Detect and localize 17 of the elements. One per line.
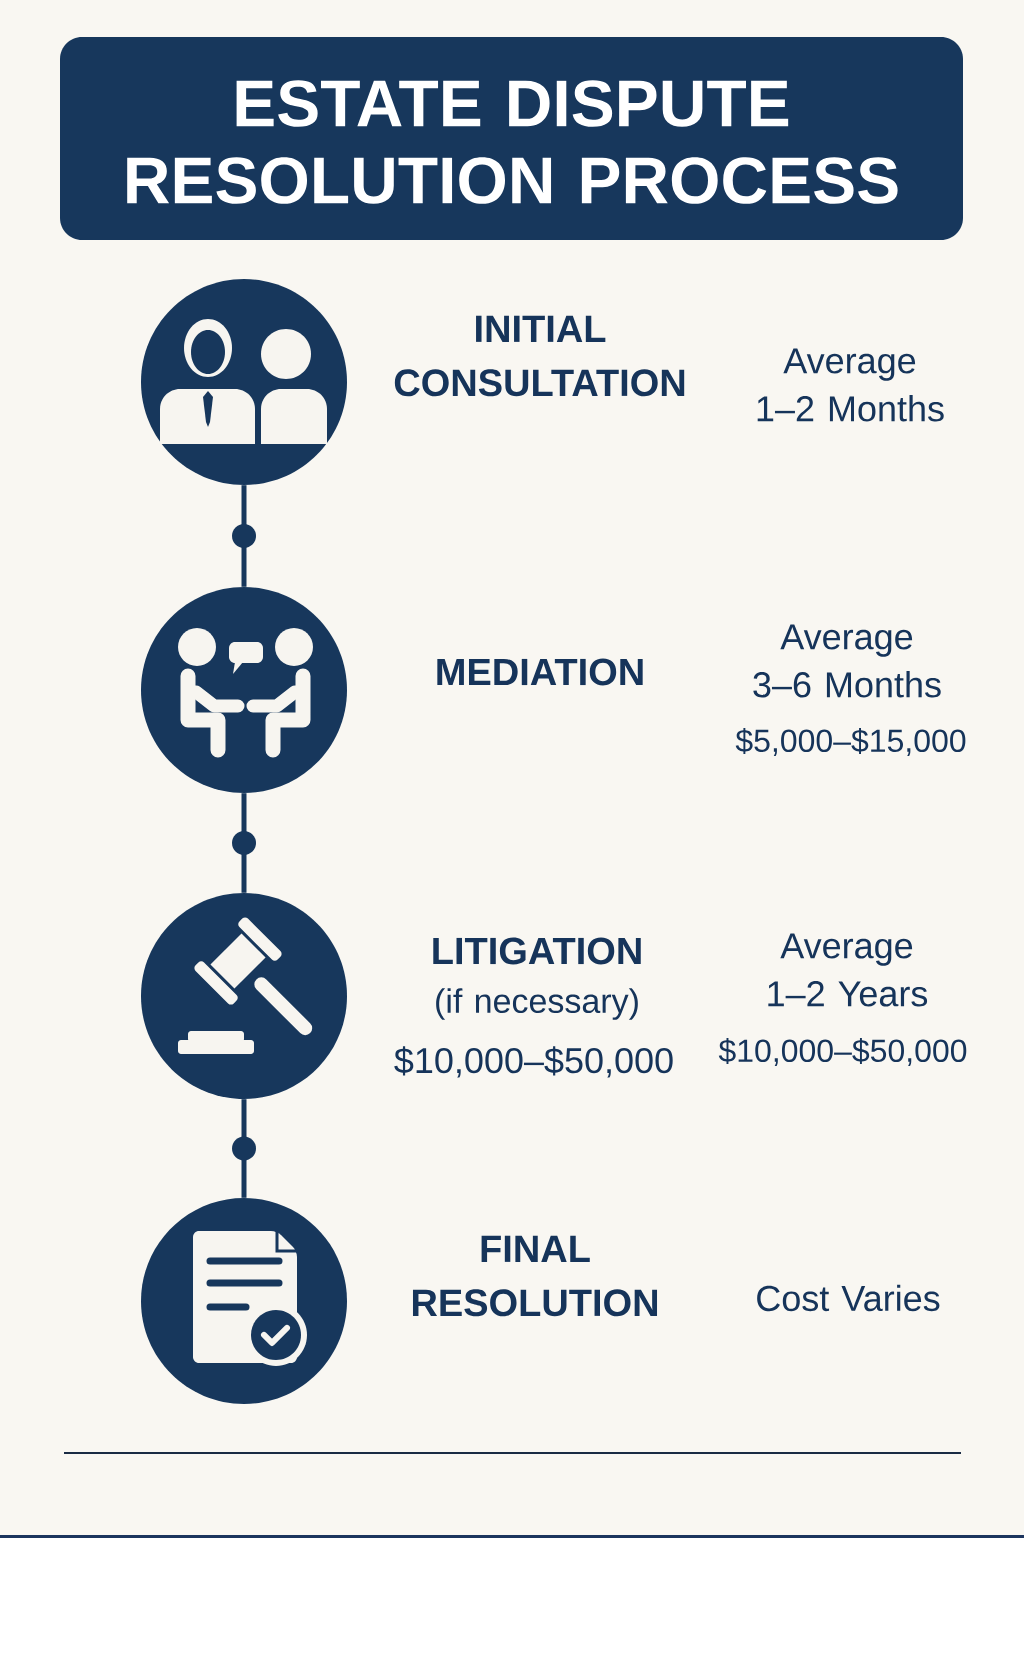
duration-text: Average 1–2 Years <box>768 933 928 1007</box>
title-banner: ESTATE DISPUTE RESOLUTION PROCESS <box>60 37 963 240</box>
step-title: MEDIATION <box>437 658 643 686</box>
note-text: (if necessary) <box>436 988 638 1020</box>
connector-line <box>241 793 247 893</box>
step-circle <box>141 587 347 793</box>
connector-line <box>241 485 247 587</box>
connector-line <box>241 1099 247 1198</box>
duration-text: Average 3–6 Months <box>753 624 941 698</box>
step-title: INITIAL CONSULTATION <box>394 315 685 397</box>
step-title: FINAL RESOLUTION <box>413 1235 657 1317</box>
cost-text: $10,000–$50,000 <box>718 1038 967 1066</box>
step-title: LITIGATION <box>433 937 641 965</box>
duration-text: Average 1–2 Months <box>757 348 944 422</box>
cost-text: Cost Varies <box>757 1284 940 1312</box>
cost-text: $5,000–$15,000 <box>735 728 966 756</box>
cost-text: $10,000–$50,000 <box>394 1046 673 1078</box>
